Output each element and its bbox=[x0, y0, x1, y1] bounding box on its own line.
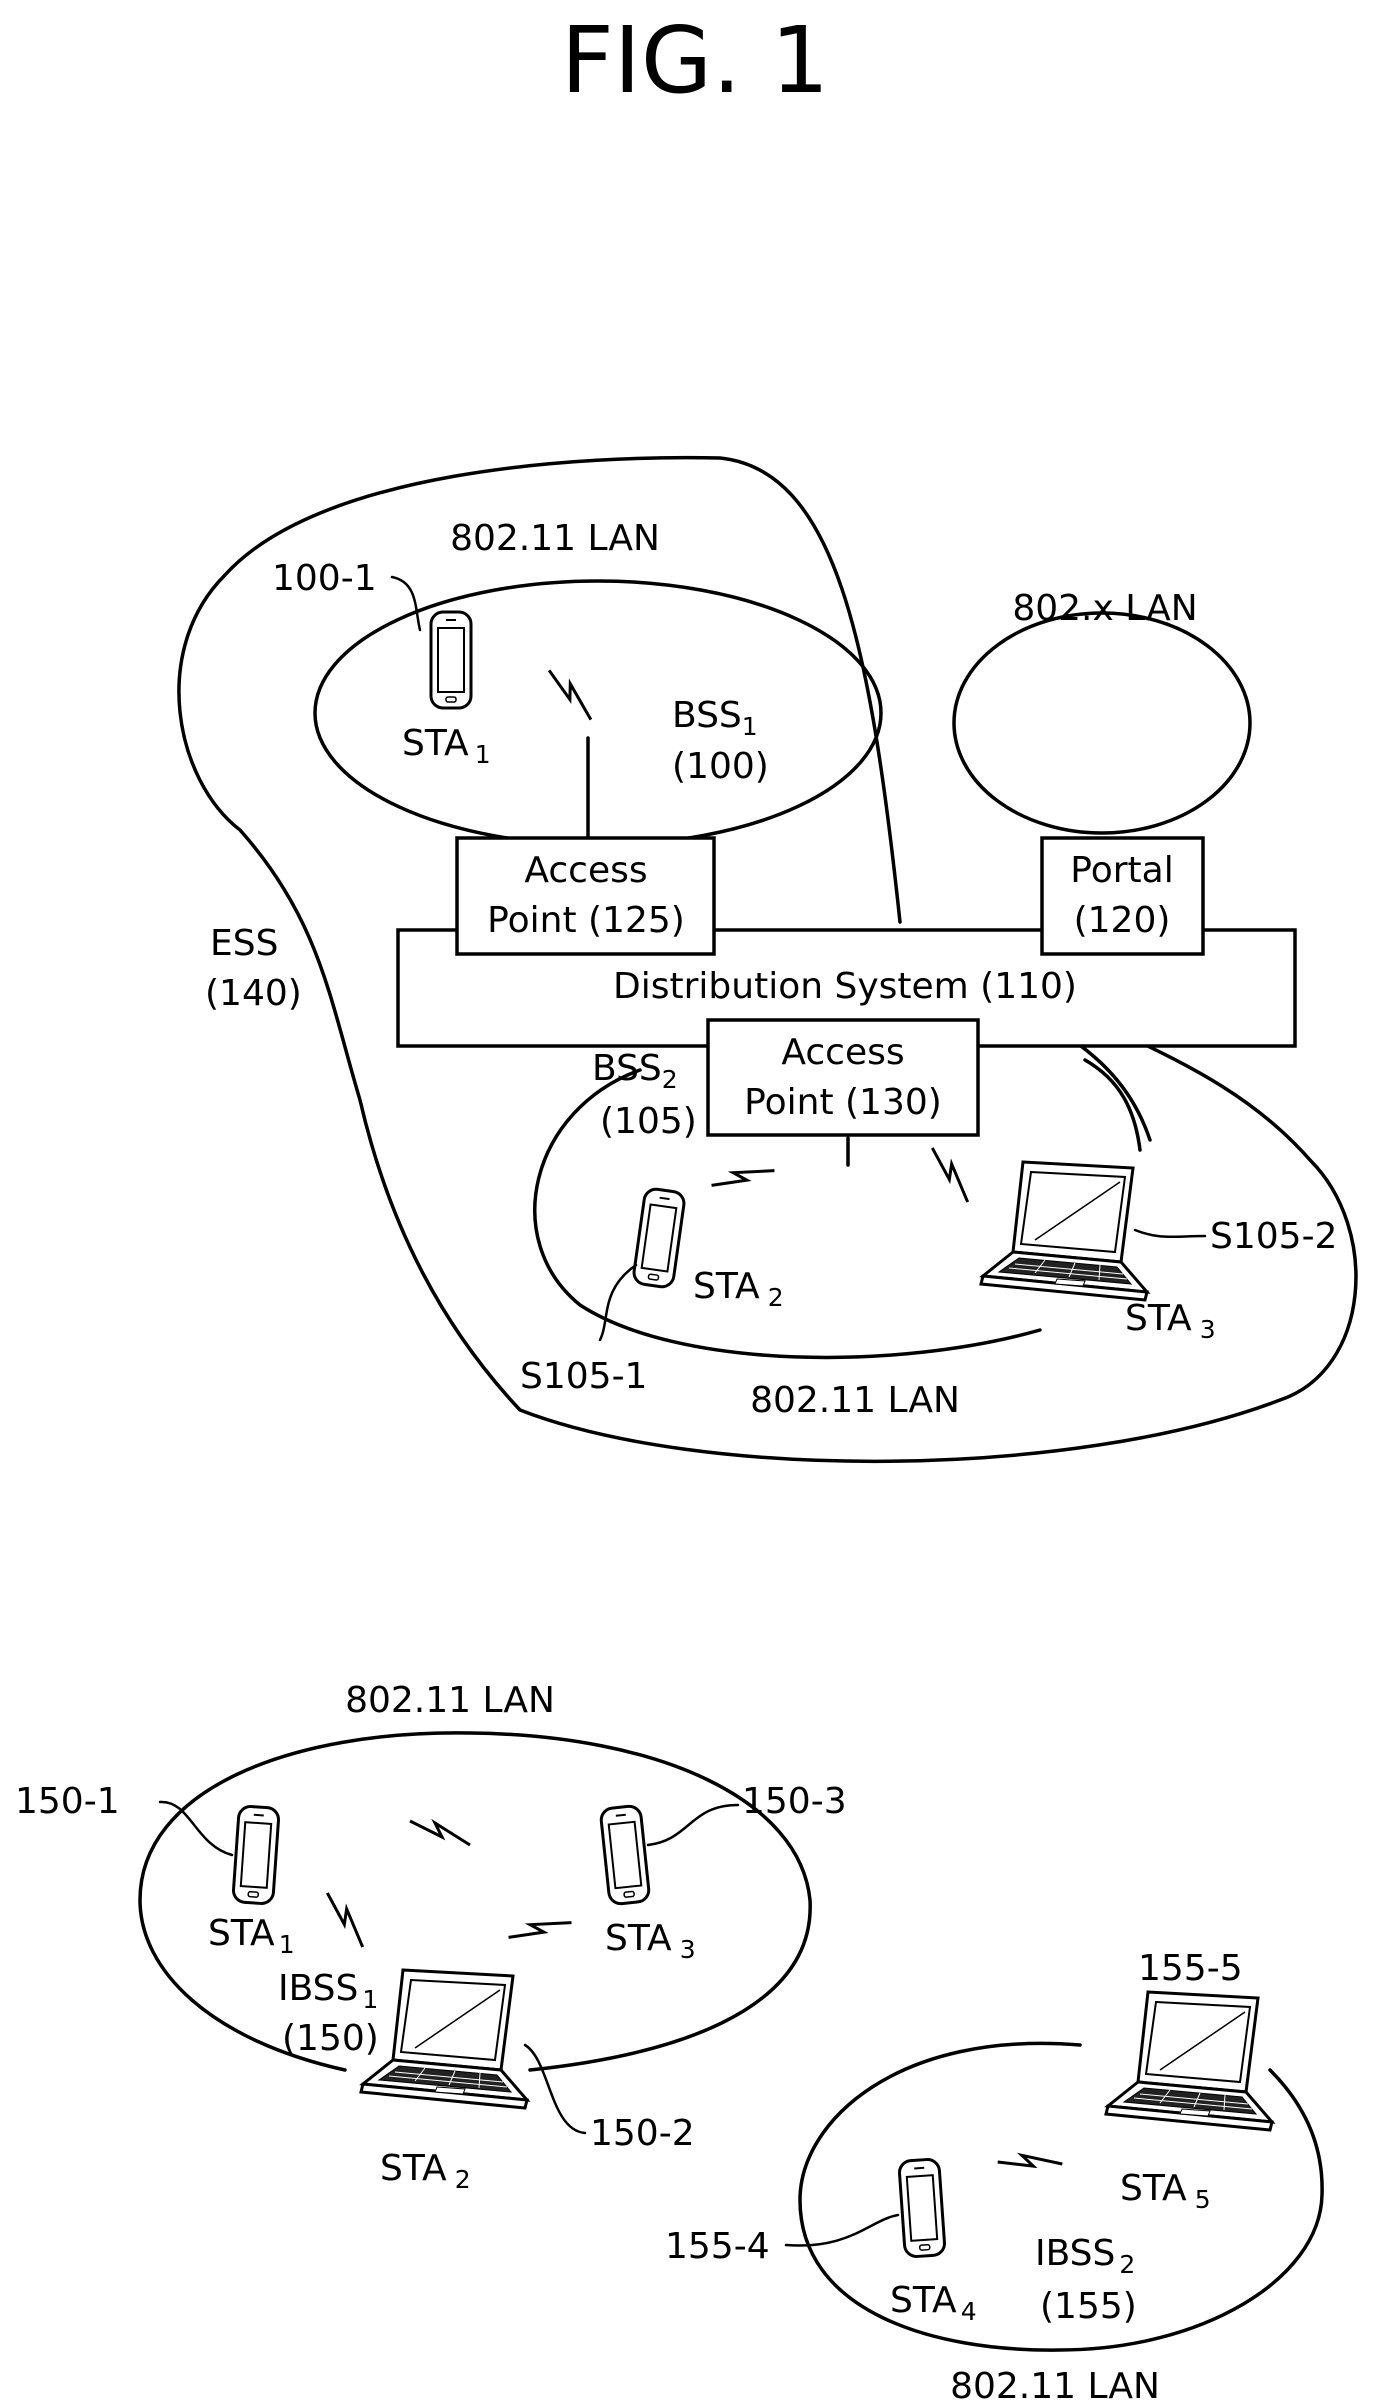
ref-150-1: 150-1 bbox=[15, 1781, 120, 1822]
ap130-sta2-link-icon bbox=[712, 1151, 775, 1205]
ap130-label-line1: Access bbox=[781, 1032, 904, 1073]
ibss2-sta5-label: STA5 bbox=[1120, 2168, 1211, 2214]
ref-150-3: 150-3 bbox=[742, 1781, 847, 1822]
sta3-label: STA3 bbox=[1125, 1298, 1216, 1344]
ref-155-4: 155-4 bbox=[665, 2226, 770, 2267]
ref-150-2: 150-2 bbox=[590, 2113, 695, 2154]
ref-155-5: 155-5 bbox=[1138, 1948, 1243, 1989]
leader-150-1 bbox=[160, 1802, 232, 1855]
lan-802-11-lower-label: 802.11 LAN bbox=[750, 1380, 960, 1421]
ibss1-sta2-label: STA2 bbox=[380, 2148, 471, 2194]
sta1-label: STA1 bbox=[402, 723, 491, 769]
bss1-wireless-link-icon bbox=[538, 670, 602, 719]
ibss1-sta1-phone-icon[interactable] bbox=[233, 1806, 280, 1905]
ibss1-sta1-sta2-link-icon bbox=[314, 1893, 377, 1947]
sta2-label: STA2 bbox=[693, 1266, 784, 1312]
sta3-laptop-icon[interactable] bbox=[981, 1162, 1147, 1300]
ess-ref: (140) bbox=[205, 973, 302, 1014]
ibss2-lan-label: 802.11 LAN bbox=[950, 2366, 1160, 2407]
ess-label: ESS bbox=[210, 923, 278, 964]
leader-150-3 bbox=[648, 1805, 738, 1845]
sta1-phone-icon[interactable] bbox=[431, 612, 471, 708]
ibss2-label: IBSS2 bbox=[1035, 2233, 1135, 2279]
bss2-ref: (105) bbox=[600, 1101, 697, 1142]
bss2-label: BSS2 bbox=[592, 1048, 678, 1094]
portal-label-line2: (120) bbox=[1074, 900, 1171, 941]
lan-802-11-upper-label: 802.11 LAN bbox=[450, 518, 660, 559]
ibss1-lan-label: 802.11 LAN bbox=[345, 1680, 555, 1721]
distribution-system-label: Distribution System (110) bbox=[613, 966, 1077, 1007]
lan-802-x-ellipse bbox=[954, 613, 1250, 833]
ibss1-ref: (150) bbox=[282, 2018, 379, 2059]
ibss1-sta1-label: STA1 bbox=[208, 1913, 295, 1959]
bss1-label: BSS1 bbox=[672, 695, 758, 741]
ibss1-label: IBSS1 bbox=[278, 1968, 378, 2014]
figure-title: FIG. 1 bbox=[561, 7, 829, 114]
leader-150-2 bbox=[525, 2045, 585, 2133]
bss1-ellipse bbox=[315, 581, 881, 845]
ibss1-sta3-sta2-link-icon bbox=[509, 1903, 572, 1957]
ibss1-sta3-label: STA3 bbox=[605, 1918, 696, 1964]
leader-s105-2 bbox=[1135, 1230, 1205, 1237]
portal-label-line1: Portal bbox=[1070, 850, 1173, 891]
bss1-ref: (100) bbox=[672, 746, 769, 787]
ibss1-sta3-phone-icon[interactable] bbox=[600, 1805, 650, 1905]
ibss2-ref: (155) bbox=[1040, 2286, 1137, 2327]
ap130-label-line2: Point (130) bbox=[744, 1082, 942, 1123]
ibss2-sta4-label: STA4 bbox=[890, 2280, 977, 2326]
ibss2-sta5-laptop-icon[interactable] bbox=[1106, 1992, 1272, 2130]
sta2-phone-icon[interactable] bbox=[633, 1188, 686, 1289]
ap130-sta3-link-icon bbox=[919, 1148, 982, 1202]
ibss1-sta1-sta3-link-icon bbox=[410, 1821, 470, 1845]
ref-s105-1: S105-1 bbox=[520, 1356, 647, 1397]
ibss2-sta4-phone-icon[interactable] bbox=[899, 2159, 946, 2258]
ibss2-sta4-sta5-link-icon bbox=[998, 2141, 1063, 2184]
lan-802-x-label: 802.x LAN bbox=[1012, 588, 1197, 629]
ref-s105-2: S105-2 bbox=[1210, 1216, 1337, 1257]
ref-100-1: 100-1 bbox=[272, 558, 377, 599]
ibss1-sta2-laptop-icon[interactable] bbox=[361, 1970, 527, 2108]
ap125-label-line2: Point (125) bbox=[487, 900, 685, 941]
ap125-label-line1: Access bbox=[524, 850, 647, 891]
